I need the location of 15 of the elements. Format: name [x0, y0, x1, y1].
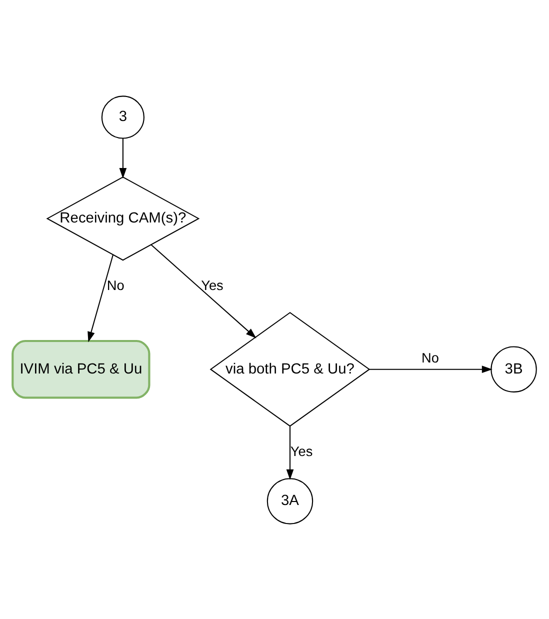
- arrow: [88, 254, 114, 342]
- edge-label: No: [106, 277, 124, 292]
- node-circle: 3B: [490, 346, 537, 392]
- arrow: [119, 138, 127, 178]
- arrow: [150, 244, 256, 338]
- node-circle: 3: [101, 95, 144, 138]
- arrow: [370, 365, 492, 373]
- node-diamond: via both PC5 & Uu?: [210, 311, 370, 426]
- node-diamond: Receiving CAM(s)?: [46, 176, 200, 260]
- node-circle: 3A: [266, 478, 314, 524]
- edge-label: No: [422, 350, 439, 365]
- node-box: IVIM via PC5 & Uu: [12, 339, 150, 398]
- edge-label: Yes: [201, 277, 224, 292]
- arrow: [286, 426, 294, 480]
- edge-label: Yes: [290, 443, 313, 458]
